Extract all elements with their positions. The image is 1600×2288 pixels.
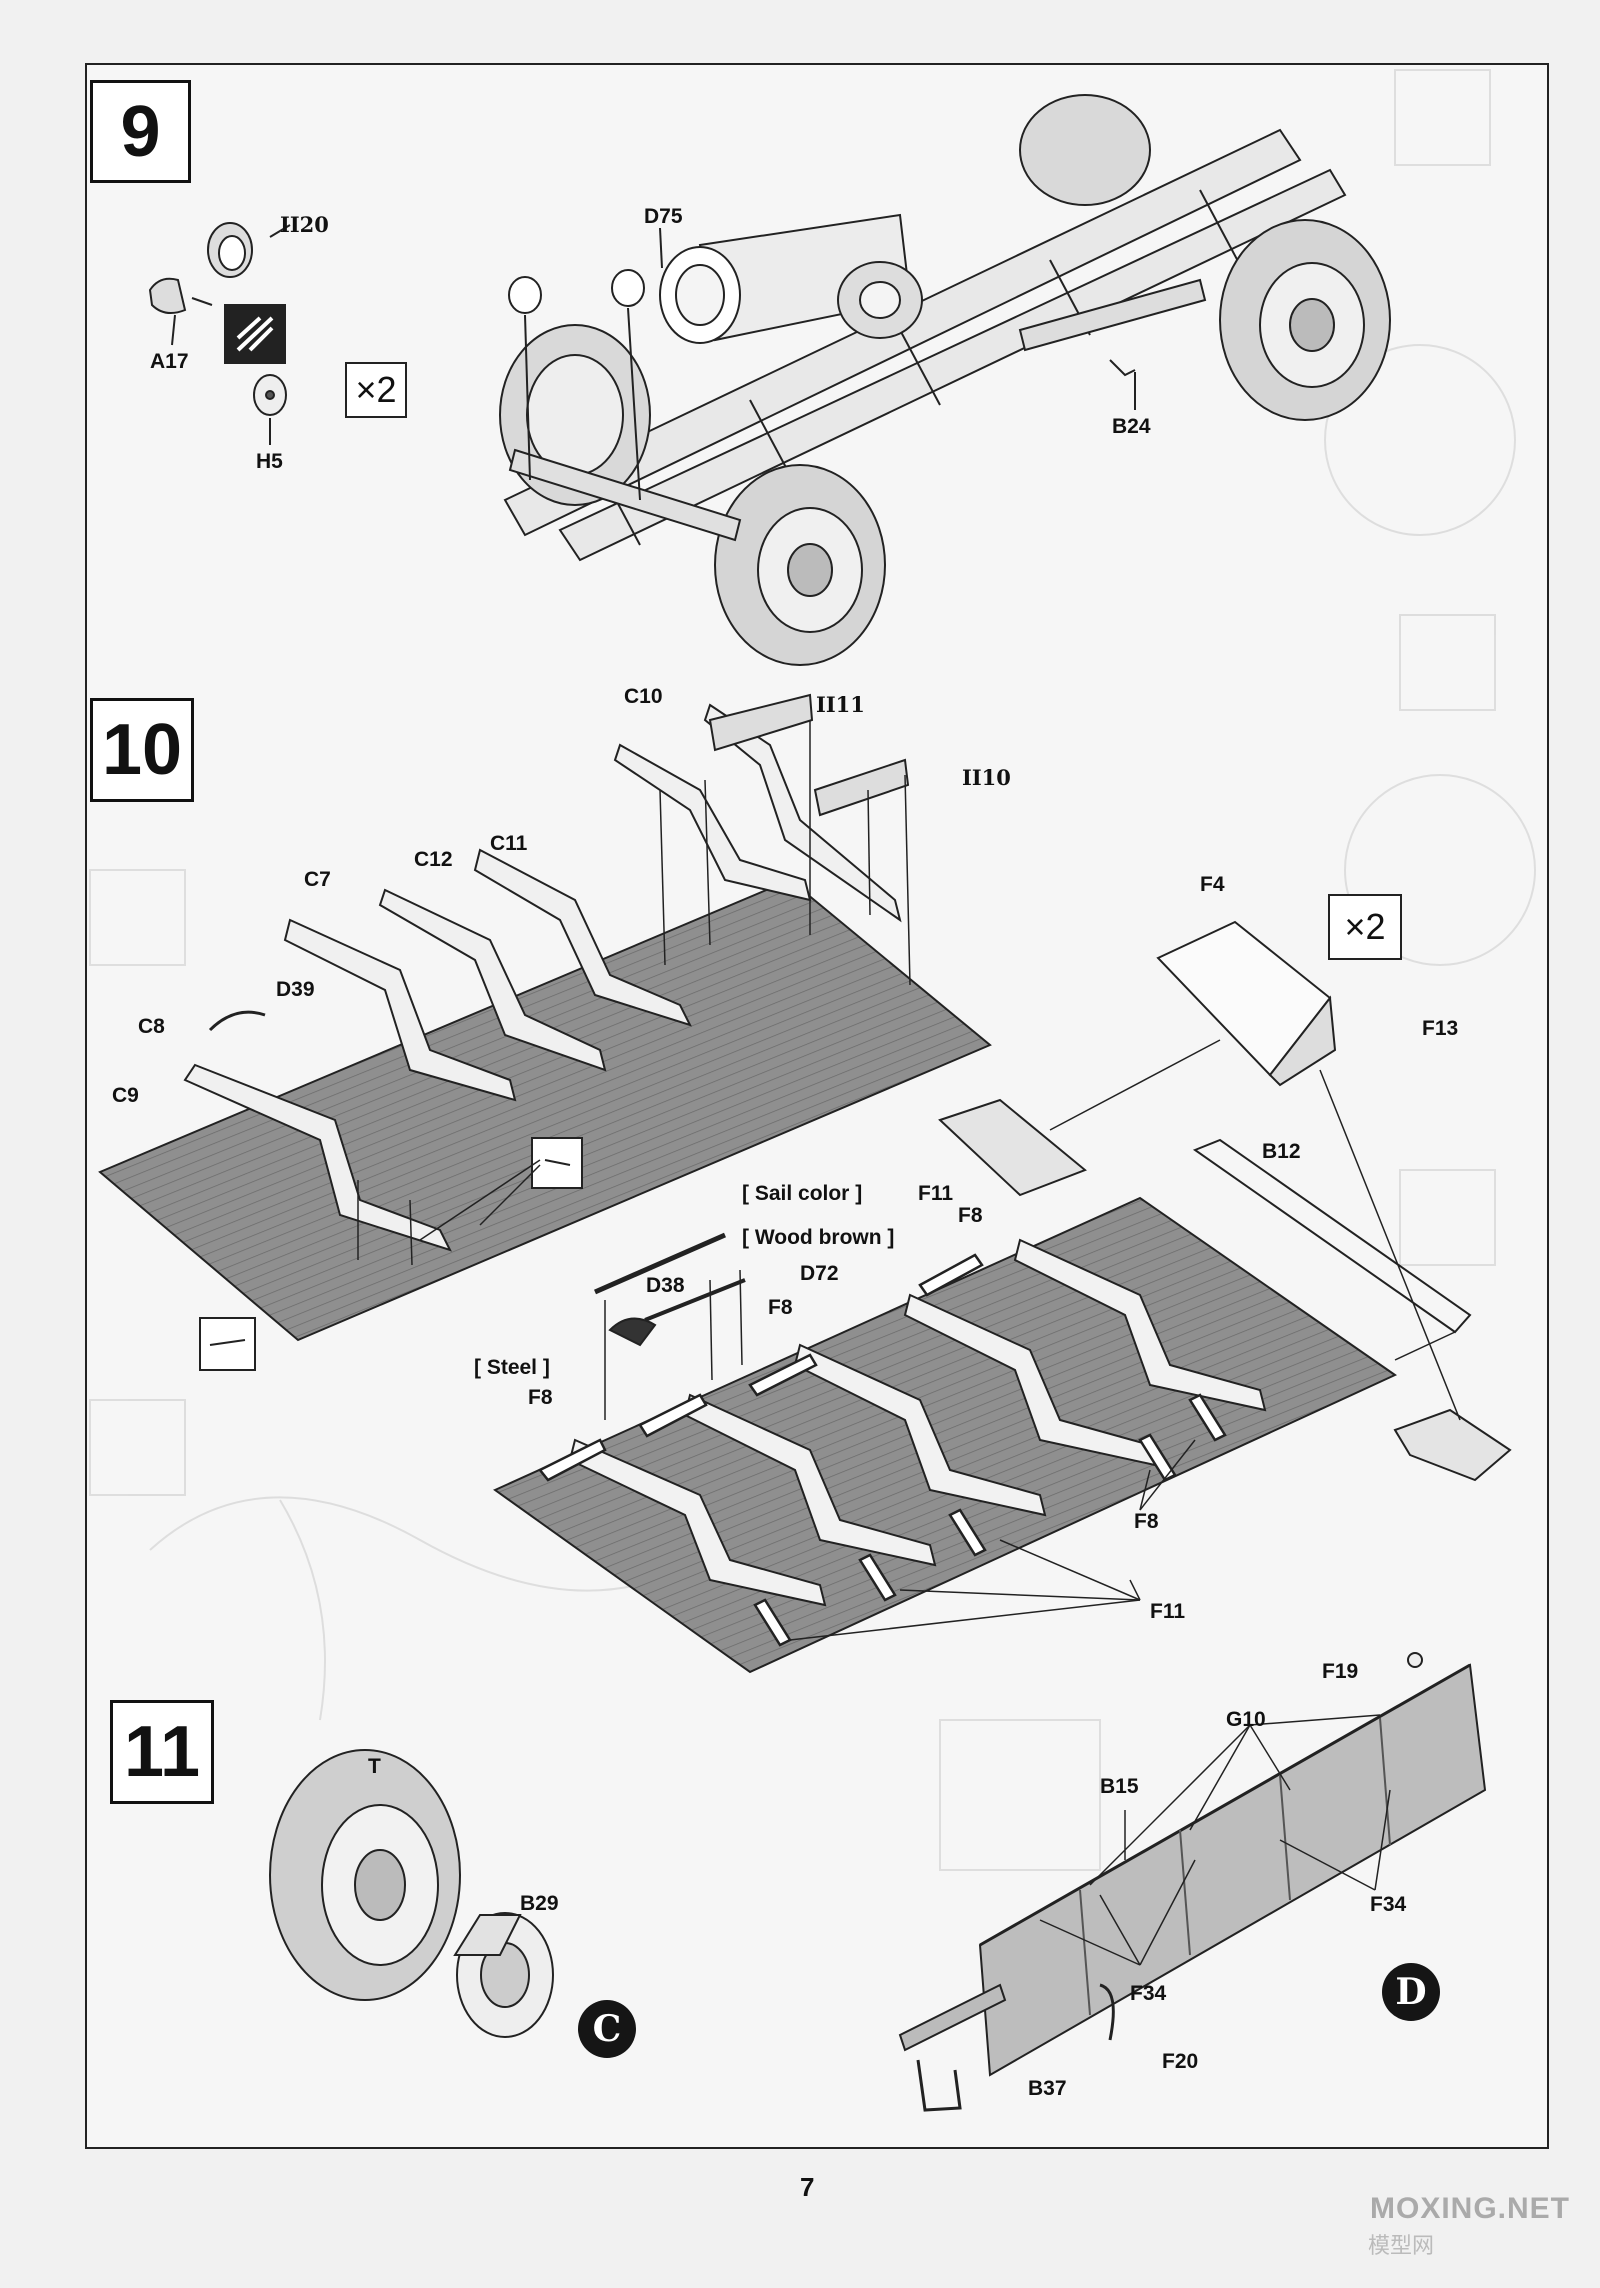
part-label-f8-mid: F8 [768, 1296, 793, 1319]
watermark: MOXING.NET [1370, 2192, 1571, 2225]
ghost-background [89, 69, 1536, 1871]
part-label-f34-center: F34 [1130, 1982, 1167, 2005]
step-number-9: 9 [90, 80, 191, 183]
part-label-f8-right: F8 [1134, 1510, 1159, 1533]
part-label-f20: F20 [1162, 2050, 1199, 2073]
part-label-ii10: II10 [962, 765, 1011, 790]
step-number-11: 11 [110, 1700, 214, 1804]
part-label-d75: D75 [644, 205, 683, 228]
step11-drawing [269, 1652, 1487, 2112]
part-label-f11-bottom: F11 [1150, 1600, 1186, 1623]
marker-d: D [1382, 1963, 1440, 2021]
part-label-d39: D39 [276, 978, 315, 1001]
part-label-b12: B12 [1262, 1140, 1301, 1163]
quantity-box-step10: ×2 [1328, 894, 1402, 960]
part-label-h5: H5 [256, 450, 283, 473]
part-label-b24: B24 [1112, 415, 1151, 438]
part-label-ii11: II11 [816, 692, 865, 717]
step9-chassis-drawing [499, 94, 1391, 666]
step9-parts [148, 222, 1136, 501]
part-label-f8-top: F8 [958, 1204, 983, 1227]
paint-note-wood-brown: [ Wood brown ] [742, 1226, 895, 1249]
part-label-t: T [368, 1755, 381, 1778]
part-label-f34-right: F34 [1370, 1893, 1407, 1916]
part-label-f11-top: F11 [918, 1182, 954, 1205]
part-label-a17: A17 [150, 350, 189, 373]
quantity-box-step9: ×2 [345, 362, 407, 418]
part-label-f13: F13 [1422, 1017, 1459, 1040]
part-label-b15: B15 [1100, 1775, 1139, 1798]
step10-floor-left [98, 693, 992, 1371]
marker-c: C [578, 2000, 636, 2058]
part-label-c7: C7 [304, 868, 331, 891]
part-label-d38: D38 [646, 1274, 685, 1297]
part-label-c12: C12 [414, 848, 453, 871]
part-label-d72: D72 [800, 1262, 839, 1285]
paint-note-steel: [ Steel ] [474, 1356, 550, 1379]
page-number: 7 [800, 2172, 815, 2202]
step-number-10: 10 [90, 698, 194, 802]
part-label-g10: G10 [1226, 1708, 1266, 1731]
part-label-c8: C8 [138, 1015, 165, 1038]
part-label-c9: C9 [112, 1084, 139, 1107]
part-label-f4: F4 [1200, 873, 1225, 896]
step10-floor-right [493, 920, 1512, 1674]
part-label-f8-left: F8 [528, 1386, 553, 1409]
part-label-c11: C11 [490, 832, 528, 855]
part-label-c10: C10 [624, 685, 663, 708]
watermark-sub: 模型网 [1368, 2233, 1435, 2258]
part-label-ii20: II20 [280, 212, 329, 237]
paint-note-sail-color: [ Sail color ] [742, 1182, 863, 1205]
part-label-f19: F19 [1322, 1660, 1359, 1683]
part-label-b37: B37 [1028, 2077, 1067, 2100]
part-label-b29: B29 [520, 1892, 559, 1915]
